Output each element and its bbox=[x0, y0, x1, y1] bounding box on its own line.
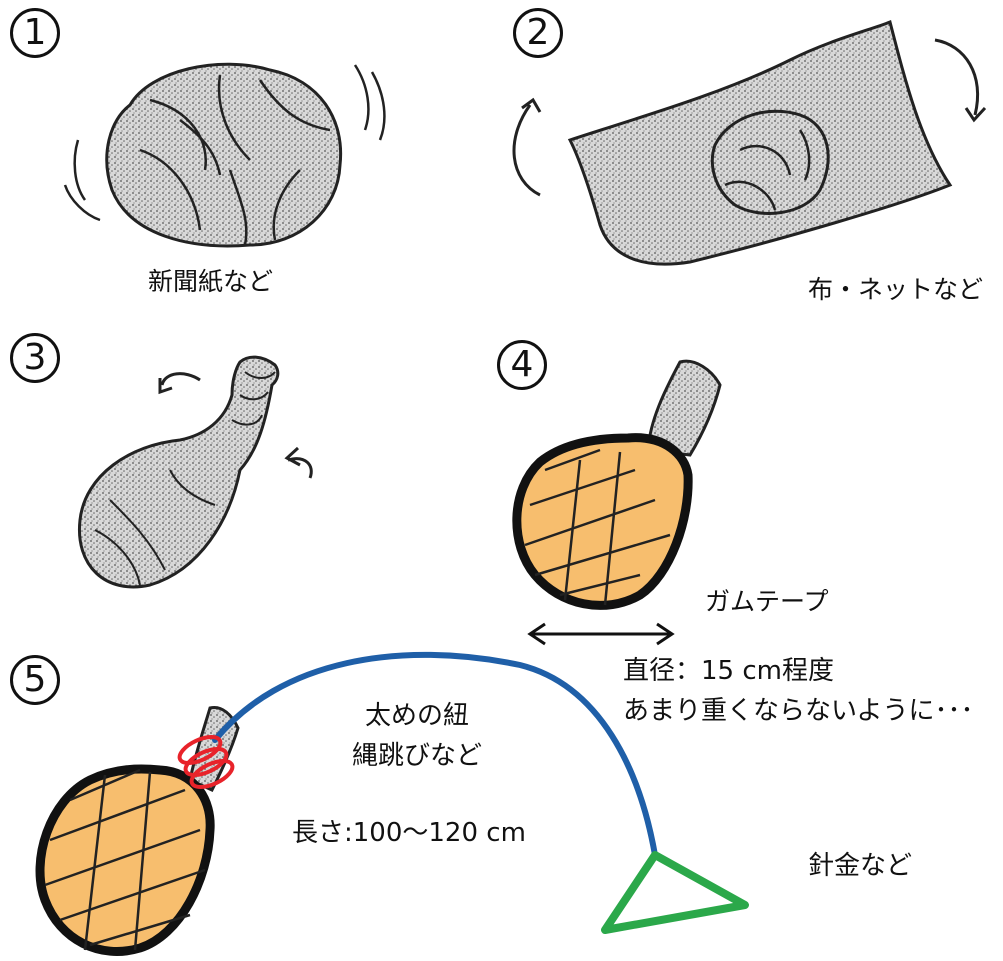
step-number-3: 3 bbox=[10, 333, 60, 383]
weight-note: あまり重くならないように･･･ bbox=[623, 690, 973, 727]
cloth-wrapping bbox=[514, 22, 985, 264]
step-number-2: 2 bbox=[513, 8, 563, 58]
hook-label: 針金など bbox=[808, 845, 912, 882]
twisted-bundle bbox=[79, 357, 311, 587]
twist-arrow-upper-icon bbox=[160, 374, 200, 392]
crumpled-paper-ball bbox=[65, 64, 384, 246]
cord-length: 長さ:100〜120 cm bbox=[292, 812, 526, 849]
diameter-label: 直径：15 cm程度 bbox=[623, 650, 834, 687]
cord-label: 太めの紐 bbox=[365, 695, 469, 732]
rotate-arrow-right-icon bbox=[935, 40, 985, 120]
caption-newspaper: 新聞紙など bbox=[148, 262, 273, 298]
shake-motion-lines-left bbox=[65, 140, 100, 220]
step-number-1: 1 bbox=[10, 8, 60, 58]
rotate-arrow-left-icon bbox=[514, 100, 540, 195]
taped-ball bbox=[517, 361, 720, 605]
wire-hook-icon bbox=[605, 855, 745, 930]
step-number-5: 5 bbox=[10, 655, 60, 705]
cord-example: 縄跳びなど bbox=[352, 735, 482, 772]
caption-cloth: 布・ネットなど bbox=[808, 270, 983, 306]
caption-tape: ガムテープ bbox=[705, 582, 829, 618]
diameter-arrow bbox=[530, 624, 672, 644]
step-number-4: 4 bbox=[497, 340, 547, 390]
shake-motion-lines-right bbox=[355, 65, 384, 140]
twist-arrow-lower-icon bbox=[287, 448, 311, 478]
